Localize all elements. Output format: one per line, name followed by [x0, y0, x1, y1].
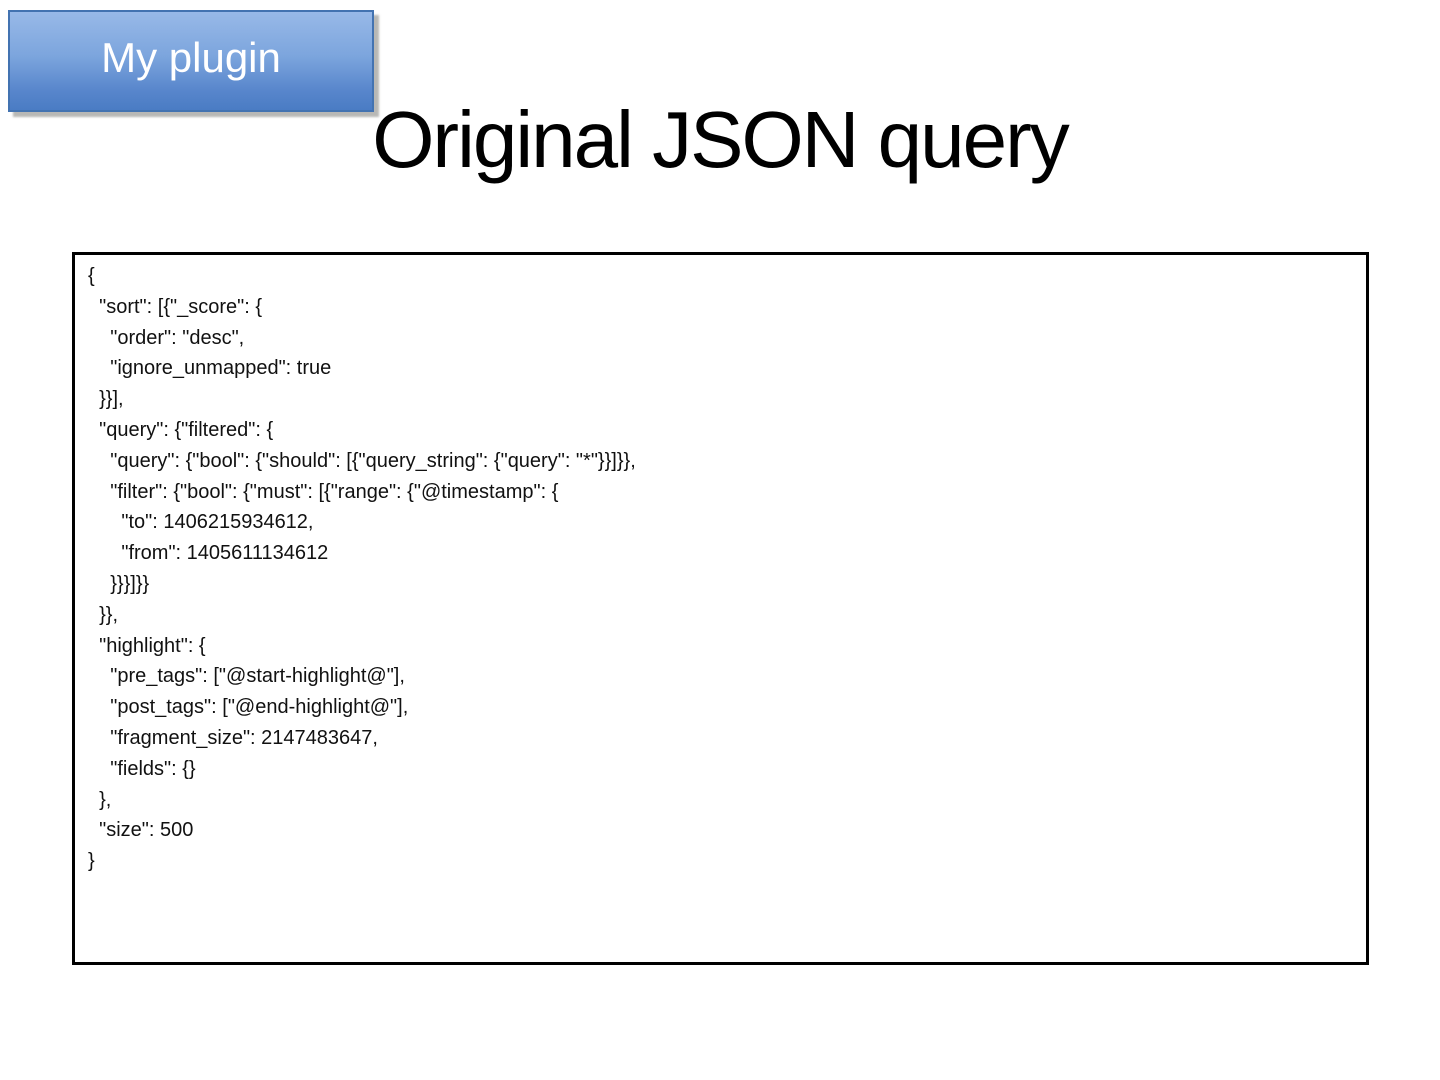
my-plugin-button[interactable]: My plugin — [8, 10, 374, 112]
json-query-box: { "sort": [{"_score": { "order": "desc",… — [72, 252, 1369, 965]
my-plugin-button-label: My plugin — [101, 34, 281, 81]
json-query-code: { "sort": [{"_score": { "order": "desc",… — [88, 265, 636, 873]
slide-title: Original JSON query — [372, 95, 1070, 184]
